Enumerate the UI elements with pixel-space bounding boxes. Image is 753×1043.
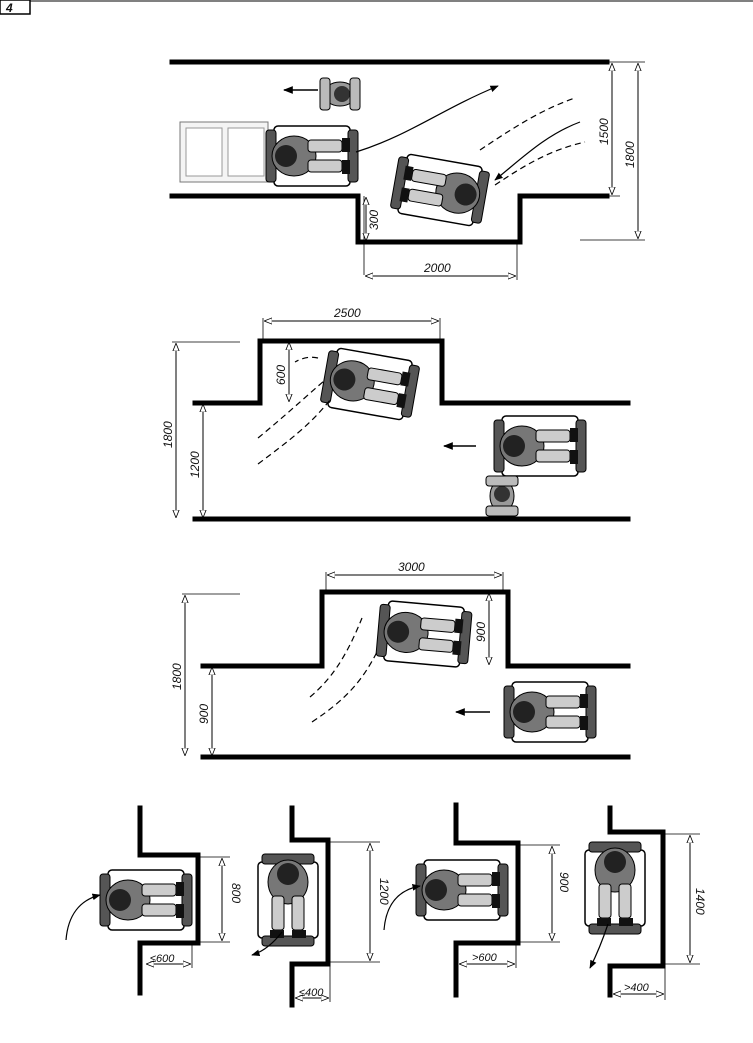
d-turn-arrow: [589, 923, 609, 969]
d2-total-label: 1800: [161, 421, 175, 448]
d2-path-dash-2: [257, 399, 331, 465]
a-wall: [137, 805, 201, 996]
b-depth-label: 1200: [377, 878, 391, 905]
d2-corridor-label: 1200: [188, 451, 202, 478]
a-depth-label: 800: [229, 883, 243, 903]
c-width-label: >600: [472, 952, 498, 964]
d3-total-label: 1800: [170, 663, 184, 690]
d-wall: [607, 805, 666, 998]
d-wheelchair: [584, 841, 646, 935]
d2-wheelchair-recess: [318, 345, 422, 423]
d3-path-dash-2: [311, 649, 379, 723]
d1-path-line: [355, 85, 499, 153]
b-turn-arrow: [251, 931, 283, 957]
d-depth-label: 1400: [693, 888, 707, 915]
d3-corridor-label: 900: [197, 704, 211, 724]
d1-width-label: 2000: [423, 261, 451, 275]
d1-cart: [179, 121, 269, 183]
a-turn-arrow: [65, 893, 101, 941]
diagram-1-corridor-recess: 2000 300 1500 1800: [169, 59, 645, 280]
diagram-3-corridor-recess: 3000 900 900 1800: [170, 560, 631, 760]
d1-walking-person: [319, 77, 361, 111]
d1-wheelchair-recess: [388, 151, 492, 229]
page-number-box: 4: [0, 0, 753, 15]
d1-path-line-2: [494, 121, 581, 181]
d3-recess-label: 900: [474, 622, 488, 642]
d3-width-label: 3000: [398, 560, 425, 574]
c-wheelchair: [415, 859, 509, 921]
page-number: 4: [5, 1, 13, 15]
d2-path-dash-3: [294, 356, 319, 363]
d1-outer-label: 1800: [623, 141, 637, 168]
bottom-recess-c: 900 >600: [383, 802, 571, 998]
a-width-label: ≤600: [150, 953, 175, 965]
diagram-2-corridor-recess: 2500 600 1200 1800: [161, 306, 631, 522]
a-wheelchair: [99, 869, 193, 931]
d1-recess-label: 300: [367, 210, 381, 230]
bottom-recess-a: 800 ≤600: [65, 805, 243, 996]
d1-bottom-wall: [169, 193, 610, 245]
d2-wheelchair-right: [493, 415, 587, 477]
d3-path-dash-1: [309, 617, 363, 698]
d2-recess-label: 600: [274, 365, 288, 385]
b-width-label: ≤400: [299, 987, 324, 999]
d1-wheelchair-left: [265, 125, 359, 187]
d3-wheelchair-recess: [374, 599, 474, 669]
d3-wheelchair-right: [503, 681, 597, 743]
bottom-recess-b: 1200 ≤400: [251, 805, 391, 1008]
b-wall: [289, 805, 331, 1008]
d1-path-dash-2: [494, 141, 586, 186]
d3-top-wall: [200, 589, 631, 669]
d2-walking-person: [485, 475, 519, 517]
c-turn-arrow: [383, 884, 421, 931]
b-wheelchair: [257, 853, 319, 947]
d-width-label: >400: [624, 982, 650, 994]
d2-top-wall: [192, 338, 631, 406]
d1-path-dash-1: [479, 97, 576, 151]
d1-inner-label: 1500: [597, 118, 611, 145]
bottom-recess-d: 1400 >400: [584, 805, 707, 1000]
d2-width-label: 2500: [333, 306, 361, 320]
d2-path-dash-1: [257, 379, 326, 439]
c-depth-label: 900: [557, 872, 571, 892]
c-wall: [453, 802, 521, 998]
